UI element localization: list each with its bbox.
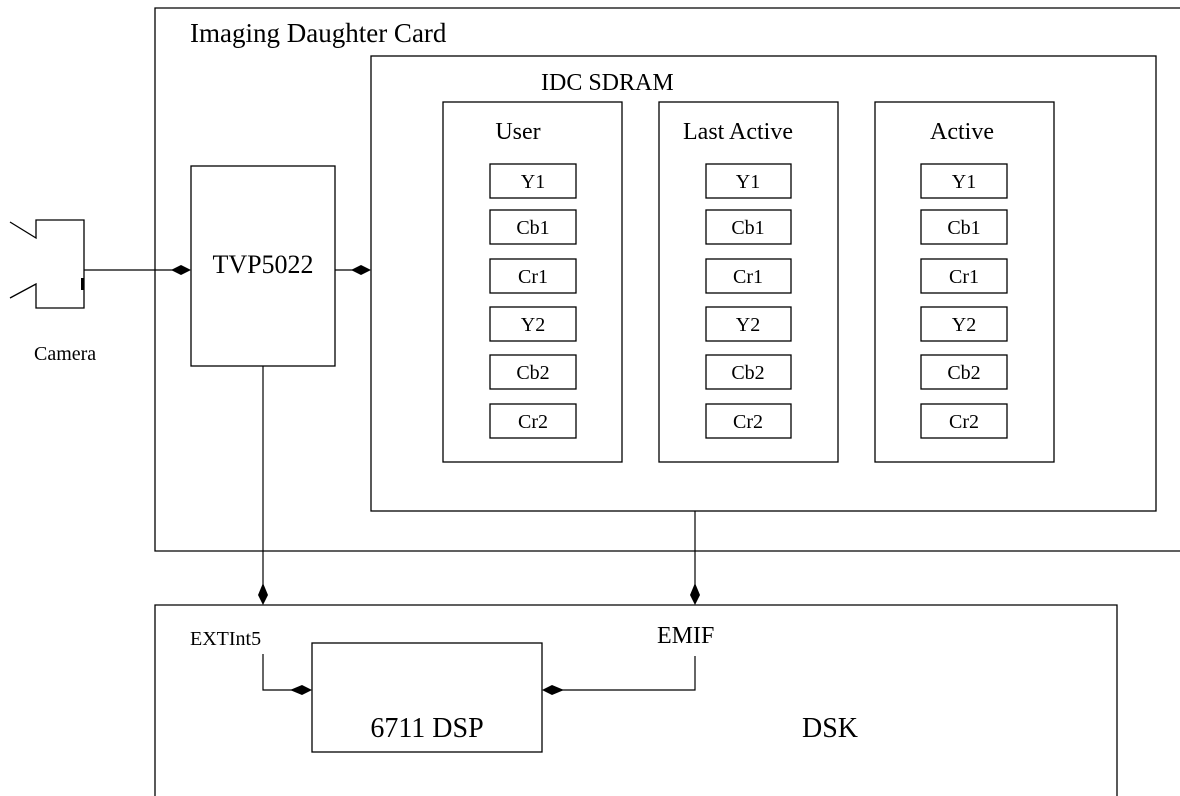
field-label: Cr2: [733, 411, 763, 433]
field-label: Cb1: [731, 217, 764, 239]
buffer-title: Active: [930, 119, 994, 145]
field-box: [920, 258, 1008, 294]
dsp-label: 6711 DSP: [370, 713, 483, 744]
field-label: Cb2: [516, 362, 549, 384]
field-box: [705, 163, 792, 199]
field-box: [489, 306, 577, 342]
buffer-user: User Y1 Cb1 Cr1 Y2 Cb2 Cr2: [442, 101, 623, 463]
field-box: [920, 306, 1008, 342]
field-box: [705, 306, 792, 342]
field-list: Y1 Cb1 Cr1 Y2 Cb2 Cr2: [705, 163, 792, 439]
tvp5022-decoder: [190, 165, 336, 367]
buffer-active: Active Y1 Cb1 Cr1 Y2 Cb2 Cr2: [874, 101, 1055, 463]
field-box: [705, 209, 792, 245]
field-box: [920, 403, 1008, 439]
field-box: [705, 354, 792, 390]
field-label: Y2: [521, 314, 545, 336]
field-box: [920, 209, 1008, 245]
field-list: Y1 Cb1 Cr1 Y2 Cb2 Cr2: [920, 163, 1008, 439]
field-box: [489, 403, 577, 439]
field-label: Y2: [952, 314, 976, 336]
field-label: Cr1: [949, 266, 979, 288]
field-box: [489, 354, 577, 390]
field-label: Cb1: [516, 217, 549, 239]
dsk-board: [154, 604, 1118, 796]
field-box: [489, 163, 577, 199]
field-box: [489, 258, 577, 294]
field-label: Y2: [736, 314, 760, 336]
field-label: Y1: [952, 171, 976, 193]
camera-to-decoder-connection: [84, 265, 191, 275]
field-box: [489, 209, 577, 245]
field-box: [920, 354, 1008, 390]
buffer-last-active: Last Active Y1 Cb1 Cr1 Y2 Cb2 Cr2: [658, 101, 839, 463]
buffer-title: Last Active: [683, 119, 793, 145]
camera-icon: [9, 219, 85, 309]
decoder-to-sdram-connection: [335, 265, 371, 275]
emif-to-dsp-connection: [542, 656, 696, 695]
field-label: Y1: [736, 171, 760, 193]
field-label: Cb2: [947, 362, 980, 384]
field-label: Y1: [521, 171, 545, 193]
field-list: Y1 Cb1 Cr1 Y2 Cb2 Cr2: [489, 163, 577, 439]
decoder-to-extint-connection: [258, 366, 268, 605]
extint5-label: EXTInt5: [190, 628, 261, 650]
imaging-daughter-card: [154, 7, 1180, 552]
camera-label: Camera: [34, 343, 96, 365]
field-label: Cb2: [731, 362, 764, 384]
field-label: Cr1: [733, 266, 763, 288]
field-label: Cr1: [518, 266, 548, 288]
field-box: [705, 403, 792, 439]
field-label: Cr2: [518, 411, 548, 433]
field-label: Cb1: [947, 217, 980, 239]
sdram-title: IDC SDRAM: [541, 70, 674, 96]
dsp-6711: [311, 642, 543, 753]
extint-to-dsp-connection: [262, 654, 312, 695]
field-label: Cr2: [949, 411, 979, 433]
field-box: [705, 258, 792, 294]
buffer-title: User: [495, 119, 540, 145]
card-title: Imaging Daughter Card: [190, 18, 447, 48]
emif-label: EMIF: [657, 623, 714, 649]
field-box: [920, 163, 1008, 199]
sdram-to-emif-connection: [690, 511, 700, 605]
dsk-label: DSK: [802, 713, 858, 744]
decoder-label: TVP5022: [212, 250, 313, 279]
